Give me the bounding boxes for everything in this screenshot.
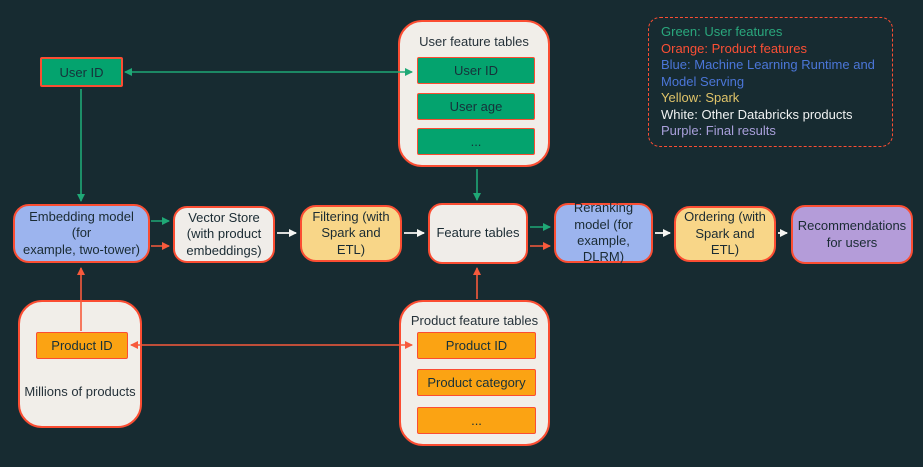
product-feature-row-more: ... [417, 407, 536, 434]
legend-item-yellow: Yellow: Spark [661, 90, 740, 105]
vector-store-box: Vector Store (with product embeddings) [173, 206, 275, 263]
product-feature-row-product-id: Product ID [417, 332, 536, 359]
legend-item-purple: Purple: Final results [661, 123, 776, 138]
user-id-source-box: User ID [40, 57, 123, 87]
product-feature-row-category: Product category [417, 369, 536, 396]
legend-item-blue: Blue: Machine Learning Runtime and Model… [661, 57, 875, 89]
ordering-box: Ordering (with Spark and ETL) [674, 206, 776, 262]
user-feature-row-more: ... [417, 128, 535, 155]
embedding-model-box: Embedding model (for example, two-tower) [13, 204, 150, 263]
product-feature-tables-title: Product feature tables [410, 313, 539, 328]
legend-item-green: Green: User features [661, 24, 783, 39]
user-feature-tables-title: User feature tables [419, 34, 529, 49]
product-id-source-box: Product ID [36, 332, 128, 359]
recommendations-box: Recommendations for users [791, 205, 913, 264]
millions-of-products-container: Product ID Millions of products [18, 300, 142, 428]
filtering-box: Filtering (with Spark and ETL) [300, 205, 402, 262]
user-feature-row-user-id: User ID [417, 57, 535, 84]
user-feature-tables-container: User feature tables User ID User age ... [398, 20, 550, 167]
legend: Green: User features Orange: Product fea… [648, 17, 893, 147]
legend-item-white: White: Other Databricks products [661, 106, 853, 122]
legend-item-orange: Orange: Product features [661, 40, 807, 56]
user-feature-row-user-age: User age [417, 93, 535, 120]
reranking-model-box: Reranking model (for example, DLRM) [554, 200, 653, 264]
feature-tables-box: Feature tables [428, 203, 528, 264]
millions-of-products-label: Millions of products [24, 384, 136, 399]
product-feature-tables-container: Product feature tables Product ID Produc… [399, 300, 550, 446]
